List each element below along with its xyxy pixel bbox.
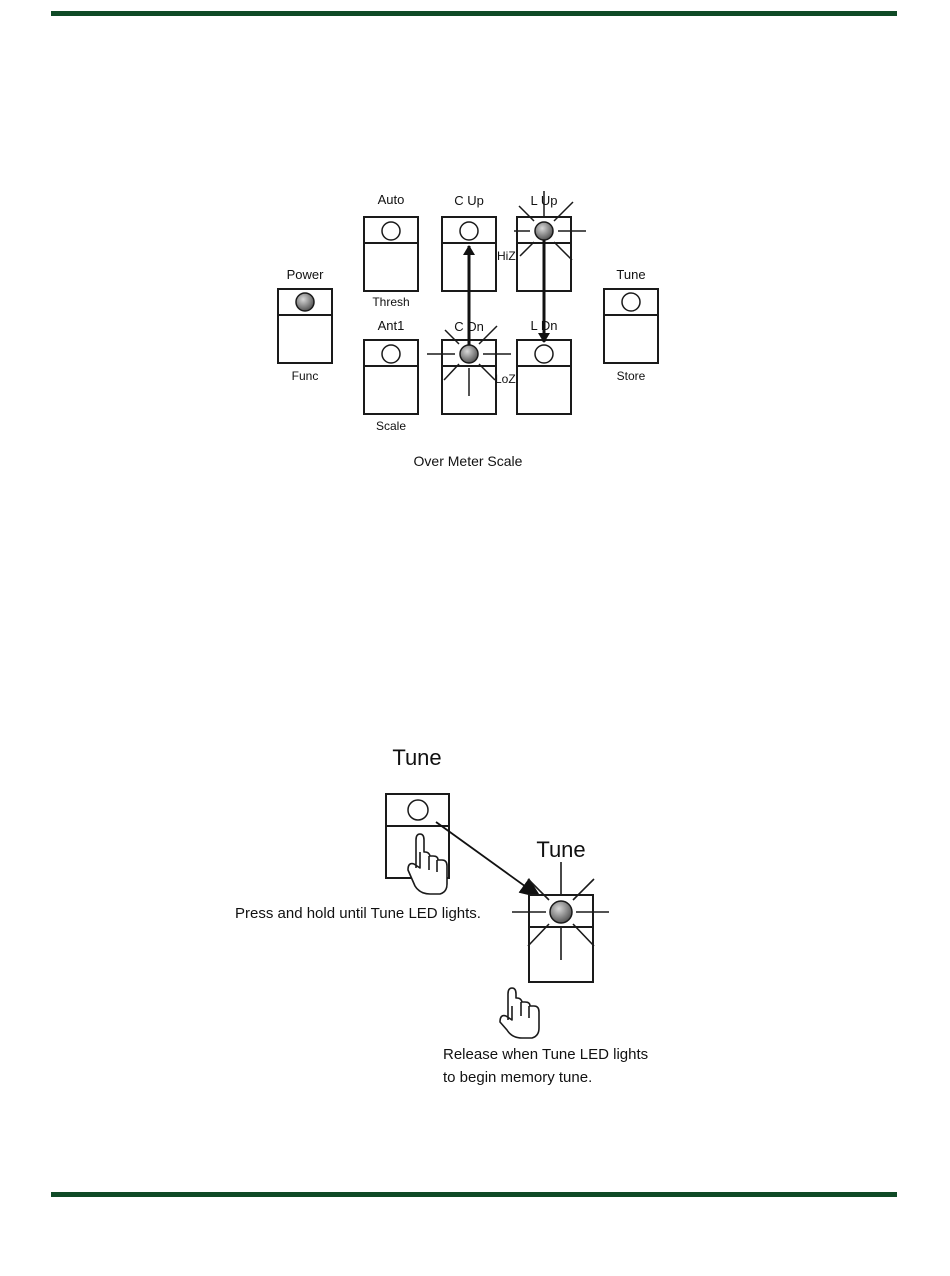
- auto-bottom-label: Thresh: [372, 295, 409, 309]
- step2-tune-led: [550, 901, 572, 923]
- tune-button: [604, 289, 658, 363]
- step1-instruction: Press and hold until Tune LED lights.: [235, 905, 481, 922]
- loz-label: LoZ: [495, 372, 516, 386]
- power-button: [278, 289, 332, 363]
- step1-tune-led: [408, 800, 428, 820]
- ant1-led: [382, 345, 400, 363]
- panel-diagram: [278, 191, 658, 414]
- ant1-bottom-label: Scale: [376, 419, 406, 433]
- tune-bottom-label: Store: [617, 369, 646, 383]
- c-up-top-label: C Up: [454, 193, 484, 208]
- step1-title: Tune: [392, 745, 441, 770]
- step2-title: Tune: [536, 837, 585, 862]
- step2-instruction-line2: to begin memory tune.: [443, 1069, 592, 1086]
- auto-button: [364, 217, 418, 291]
- l-dn-top-label: L Dn: [531, 318, 558, 333]
- l-up-top-label: L Up: [531, 193, 558, 208]
- tune-steps-diagram: Tune Press and hold until Tune LED light…: [235, 745, 648, 1086]
- power-bottom-label: Func: [292, 369, 319, 383]
- step2-instruction-line1: Release when Tune LED lights: [443, 1046, 648, 1063]
- c-up-led: [460, 222, 478, 240]
- l-up-led: [535, 222, 553, 240]
- power-led: [296, 293, 314, 311]
- panel-caption: Over Meter Scale: [414, 453, 523, 469]
- c-dn-top-label: C Dn: [454, 319, 484, 334]
- l-dn-led: [535, 345, 553, 363]
- tune-top-label: Tune: [616, 267, 645, 282]
- l-dn-button: [517, 340, 571, 414]
- auto-led: [382, 222, 400, 240]
- hand-release-icon: [500, 988, 539, 1038]
- ant1-button: [364, 340, 418, 414]
- step1-to-step2-arrow: [436, 822, 540, 897]
- ant1-top-label: Ant1: [378, 318, 405, 333]
- power-top-label: Power: [287, 267, 325, 282]
- tune-led: [622, 293, 640, 311]
- c-dn-led: [460, 345, 478, 363]
- auto-top-label: Auto: [378, 192, 405, 207]
- hiz-label: HiZ: [497, 249, 516, 263]
